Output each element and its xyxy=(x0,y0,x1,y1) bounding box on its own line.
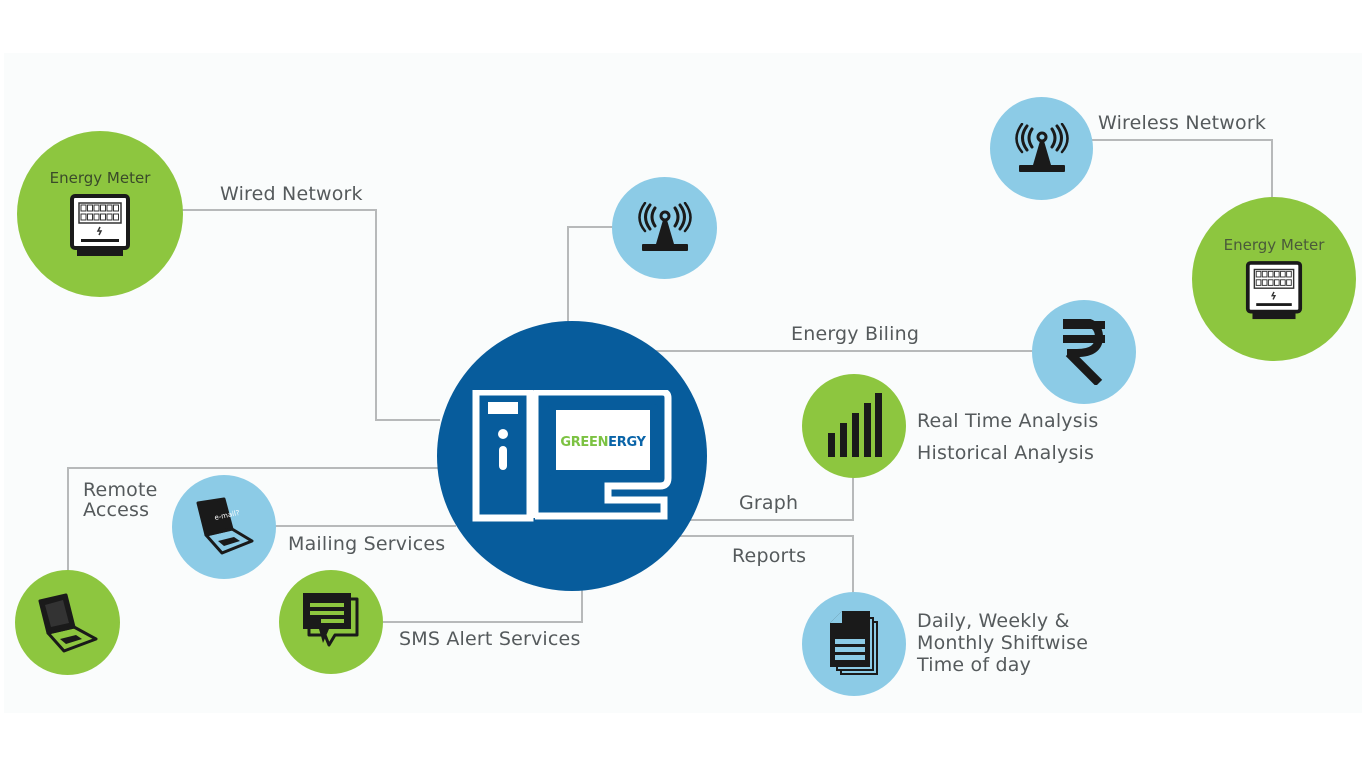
reports-node xyxy=(802,592,906,696)
brand-green-part: GREEN xyxy=(560,435,608,450)
laptop-icon xyxy=(38,593,97,652)
energy-meter-node-left: Energy Meter xyxy=(17,131,183,297)
historical-analysis-label: Historical Analysis xyxy=(917,442,1095,464)
energy-billing-label: Energy Biling xyxy=(791,323,920,345)
energy-meter-title: Energy Meter xyxy=(1223,236,1325,254)
energy-meter-icon xyxy=(70,194,130,256)
energy-meter-title: Energy Meter xyxy=(49,169,151,187)
chat-bubble-icon xyxy=(303,593,359,647)
sms-connector xyxy=(383,585,583,623)
graph-label: Graph xyxy=(739,492,799,514)
svg-text:GREENERGY: GREENERGY xyxy=(560,435,646,450)
reports-connector xyxy=(676,535,854,596)
analysis-node xyxy=(802,374,906,478)
radio-tower-icon xyxy=(1014,122,1069,172)
mailing-node: e-mail? xyxy=(172,475,276,579)
email-laptop-icon: e-mail? xyxy=(196,497,254,555)
wireless-network-connector xyxy=(1092,139,1273,200)
billing-node xyxy=(1032,300,1136,404)
tower-node-center xyxy=(612,177,717,279)
energy-meter-icon xyxy=(1245,261,1303,320)
energy-meter-node-right: Energy Meter xyxy=(1192,197,1356,361)
reports-detail-label: Daily, Weekly & Monthly Shiftwise Time o… xyxy=(917,610,1089,676)
rupee-icon xyxy=(1063,319,1105,385)
remote-access-connector xyxy=(67,467,440,576)
reports-label: Reports xyxy=(732,545,807,567)
bar-chart-icon xyxy=(828,393,882,457)
sms-node xyxy=(279,570,383,674)
remote-access-label: Remote Access xyxy=(83,479,158,521)
wireless-network-label: Wireless Network xyxy=(1098,112,1267,134)
radio-tower-icon xyxy=(637,202,692,251)
central-server-hub: GREENERGY xyxy=(437,321,707,591)
sms-alert-services-label: SMS Alert Services xyxy=(399,628,581,650)
brand-blue-part: ERGY xyxy=(608,435,646,450)
desktop-computer-icon: GREENERGY xyxy=(472,390,672,522)
tower-node-right xyxy=(990,97,1093,200)
wired-network-label: Wired Network xyxy=(220,183,363,205)
graph-connector xyxy=(690,470,854,521)
documents-icon xyxy=(830,611,878,675)
real-time-analysis-label: Real Time Analysis xyxy=(917,410,1099,432)
wired-network-connector xyxy=(182,209,440,421)
remote-laptop-node xyxy=(15,570,120,675)
tower-connector xyxy=(567,226,616,322)
mailing-services-label: Mailing Services xyxy=(288,533,446,555)
